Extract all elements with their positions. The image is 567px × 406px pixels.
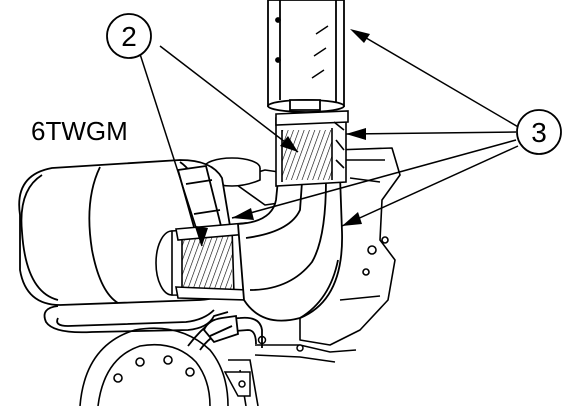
leader-2-to-vertical-bellows [159, 45, 299, 153]
muffler-outlet [155, 222, 249, 301]
callout-2: 2 [106, 13, 152, 59]
callout-3: 3 [516, 109, 562, 155]
callout-number-3: 3 [531, 117, 547, 148]
lower-linkage [223, 335, 357, 397]
arrowhead-outlet-bellows [196, 226, 208, 246]
callout-number-2: 2 [121, 21, 137, 52]
callout-circle-2 [106, 13, 152, 59]
upper-pipe [267, 0, 345, 113]
arrowhead-upper-pipe [350, 29, 370, 43]
flywheel-housing [79, 327, 259, 406]
exhaust-elbow [237, 175, 343, 322]
arrowhead-heat-shield [232, 208, 254, 220]
arrowhead-elbow [342, 212, 362, 226]
leader-3-to-elbow [341, 145, 519, 227]
vertical-bellows [275, 110, 349, 187]
lower-hose [43, 305, 263, 351]
leader-2-to-outlet-bellows [139, 53, 203, 247]
arrowhead-clamp [346, 128, 366, 140]
model-label: 6TWGM [31, 116, 128, 146]
leader-3-to-clamp [345, 131, 517, 135]
leader-3-to-heat-shield [231, 139, 517, 219]
leader-3-to-upper-pipe [355, 31, 521, 129]
arrowhead-vertical-bellows [280, 136, 298, 152]
leader-lines [139, 31, 521, 247]
callout-circle-3 [516, 109, 562, 155]
arrow-heads [196, 29, 370, 246]
